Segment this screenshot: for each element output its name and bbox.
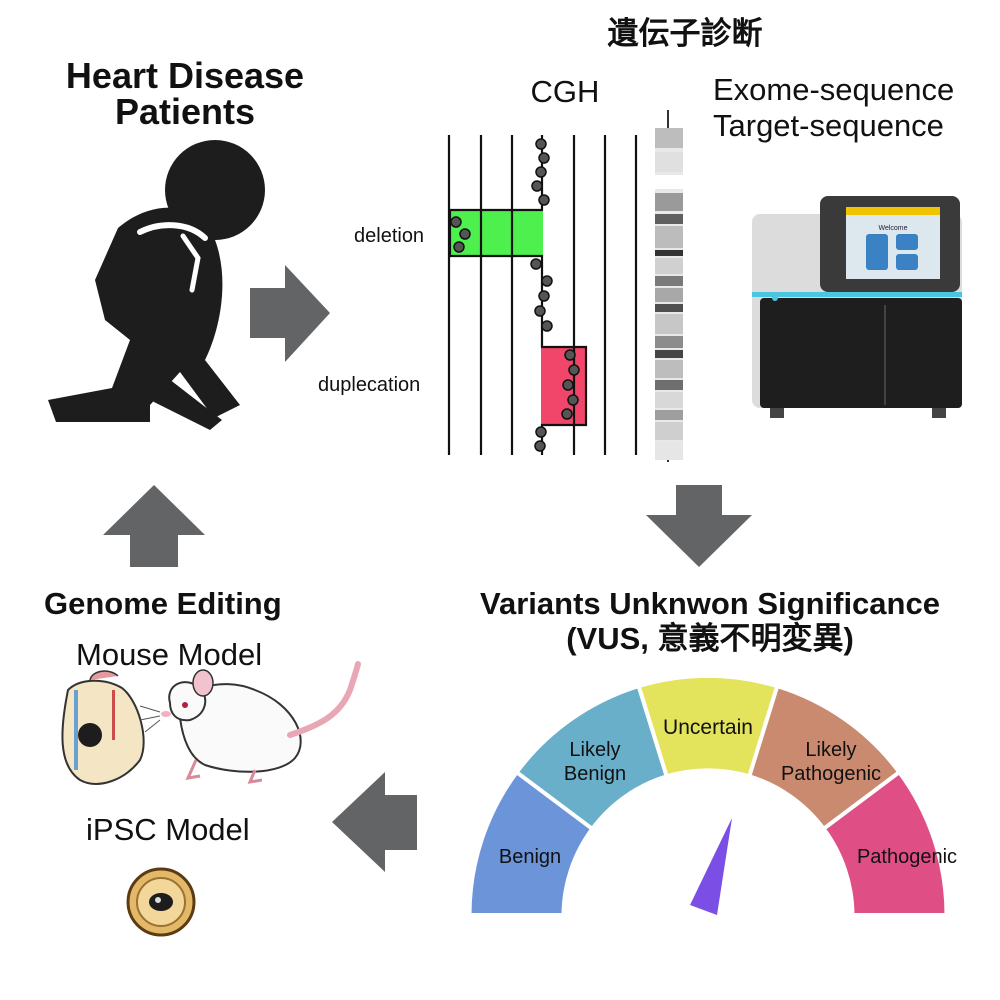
- vus-title-line2: (VUS, 意義不明変異): [566, 621, 854, 656]
- mouse-heart-illustration-icon: [61, 670, 145, 785]
- ipsc-spheroid-icon: [126, 867, 196, 937]
- heart-patients-title-line2: Patients: [114, 91, 256, 132]
- arrow-down-icon: [646, 485, 752, 567]
- gauge-label-pathogenic: Pathogenic: [856, 846, 958, 868]
- gauge-needle-icon: [690, 818, 732, 915]
- gauge-label-likely-benign-line2: Benign: [563, 763, 627, 785]
- patient-silhouette-icon: [48, 140, 265, 430]
- exome-sequence-label-line1: Exome-sequence: [713, 72, 955, 107]
- gauge-label-likely-benign: Likely Benign: [540, 738, 650, 786]
- gauge-label-likely-pathogenic: Likely Pathogenic: [765, 738, 897, 786]
- mouse-icon: [139, 661, 361, 784]
- gauge-label-likely-pathogenic-line1: Likely: [805, 739, 857, 761]
- vus-title: Variants Unknwon Significance (VUS, 意義不明…: [420, 586, 1000, 656]
- arrow-left-icon: [332, 772, 417, 872]
- gauge-label-uncertain: Uncertain: [663, 716, 753, 739]
- exome-sequence-label-line2: Target-sequence: [713, 108, 944, 143]
- arrow-up-icon: [103, 485, 205, 567]
- gauge-label-likely-benign-line1: Likely: [569, 739, 621, 761]
- gauge-label-benign: Benign: [498, 846, 562, 868]
- mouse-model-label: Mouse Model: [76, 637, 263, 672]
- gauge-segment-pathogenic: [820, 769, 949, 917]
- genome-editing-title: Genome Editing: [44, 586, 282, 621]
- diagnosis-title: 遺伝子診断: [607, 16, 763, 51]
- ipsc-model-label: iPSC Model: [86, 812, 250, 847]
- cgh-label: CGH: [530, 74, 600, 109]
- deletion-label: deletion: [354, 225, 425, 247]
- vus-gauge: [467, 673, 949, 917]
- cgh-plot: [447, 135, 638, 455]
- sequencer-screen-text: Welcome: [878, 225, 907, 232]
- chromosome-ideogram-icon: [655, 110, 683, 462]
- duplication-label: duplecation: [318, 374, 421, 396]
- heart-patients-title-line1: Heart Disease: [65, 55, 305, 96]
- arrow-right-icon: [250, 265, 330, 362]
- vus-title-line1: Variants Unknwon Significance: [480, 586, 940, 621]
- heart-patients-title: Heart Disease Patients: [40, 58, 330, 130]
- gauge-label-likely-pathogenic-line2: Pathogenic: [780, 763, 882, 785]
- exome-sequence-label: Exome-sequence Target-sequence: [713, 72, 998, 144]
- sequencer-machine-icon: [752, 196, 962, 418]
